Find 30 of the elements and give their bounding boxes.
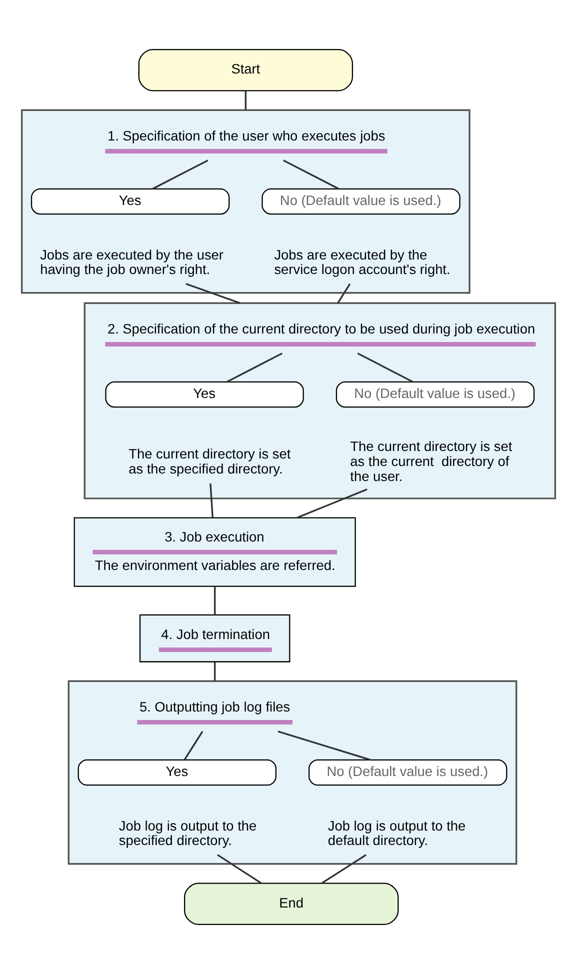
node-box: No (Default value is used.) xyxy=(336,380,535,408)
node-box: Start xyxy=(138,48,354,91)
node-box: Yes xyxy=(30,188,230,214)
node-box: End xyxy=(184,882,399,924)
node-text: The current directory is set as the specified directory. xyxy=(128,446,291,476)
connector xyxy=(337,282,351,304)
connector xyxy=(226,352,283,382)
connector xyxy=(152,159,208,190)
connector xyxy=(186,282,240,304)
connector xyxy=(283,159,340,190)
connector xyxy=(214,662,216,681)
connector xyxy=(278,730,371,760)
connector xyxy=(321,854,366,884)
node-text: The current directory is set as the current directory of the user. xyxy=(350,438,512,484)
node-text: Jobs are executed by the user having the job owner's right. xyxy=(40,246,224,277)
node-text: Jobs are executed by the service logon account's right. xyxy=(274,246,450,277)
connector xyxy=(214,586,216,614)
connector xyxy=(210,482,214,518)
node-box: Yes xyxy=(78,758,276,786)
node-box: No (Default value is used.) xyxy=(262,188,460,214)
connector xyxy=(357,352,414,382)
connector xyxy=(244,90,247,110)
node-box: No (Default value is used.) xyxy=(308,758,508,786)
node-text: Job log is output to the default directory. xyxy=(328,818,466,848)
node-box: 4. Job termination xyxy=(139,614,290,662)
node-box: 3. Job execution The environment variables are referred. xyxy=(74,516,356,586)
connector xyxy=(217,854,262,884)
node-box: Yes xyxy=(105,380,304,408)
node-text: Job log is output to the specified directory. xyxy=(118,818,257,848)
connector xyxy=(184,730,204,760)
